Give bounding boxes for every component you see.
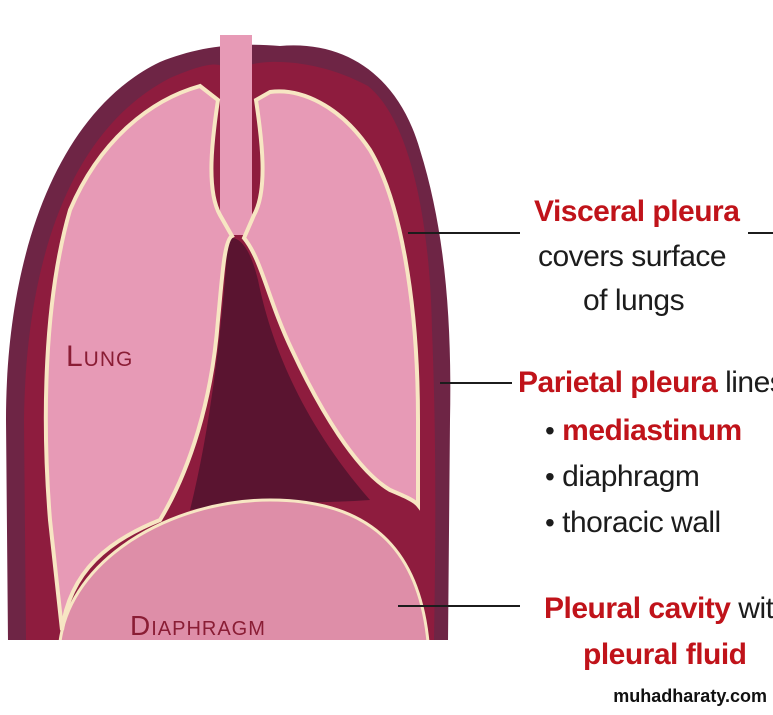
- parietal-item-diaphragm-text: diaphragm: [562, 460, 700, 493]
- mediastinum-region: [190, 237, 370, 511]
- parietal-item-mediastinum-text: mediastinum: [562, 414, 742, 447]
- visceral-pleura-line2: covers surface: [538, 240, 727, 273]
- parietal-item-diaphragm: • diaphragm: [545, 460, 700, 494]
- pleural-cavity-suffix: with: [738, 592, 773, 625]
- lung-label-text: Lung: [66, 340, 134, 373]
- trachea: [220, 35, 252, 235]
- lung-label: Lung: [66, 340, 133, 374]
- left-lung: [43, 83, 235, 631]
- diaphragm-shape: [58, 498, 430, 644]
- visceral-pleura-title: Visceral pleura: [534, 195, 740, 228]
- bullet-icon: •: [545, 415, 555, 446]
- parietal-item-thoracic-wall-text: thoracic wall: [562, 506, 721, 539]
- diaphragm-label: Diaphragm: [130, 610, 266, 642]
- bullet-icon: •: [545, 507, 555, 538]
- watermark: muhadharaty.com: [613, 686, 767, 706]
- parietal-item-thoracic-wall: • thoracic wall: [545, 506, 721, 540]
- parietal-pleura-title: Parietal pleura: [518, 366, 718, 399]
- pleural-fluid-label: pleural fluid: [583, 638, 747, 671]
- parietal-pleura-suffix: lines: [725, 366, 773, 399]
- diaphragm-label-text: Diaphragm: [130, 610, 266, 641]
- pleural-cavity-title: Pleural cavity: [544, 592, 731, 625]
- pleural-cavity-heading: Pleural cavity with: [544, 592, 773, 626]
- bullet-icon: •: [545, 461, 555, 492]
- parietal-item-mediastinum: • mediastinum: [545, 414, 742, 448]
- parietal-pleura-heading: Parietal pleura lines: [518, 366, 773, 400]
- right-lung: [241, 89, 420, 511]
- visceral-pleura-line3: of lungs: [583, 284, 685, 317]
